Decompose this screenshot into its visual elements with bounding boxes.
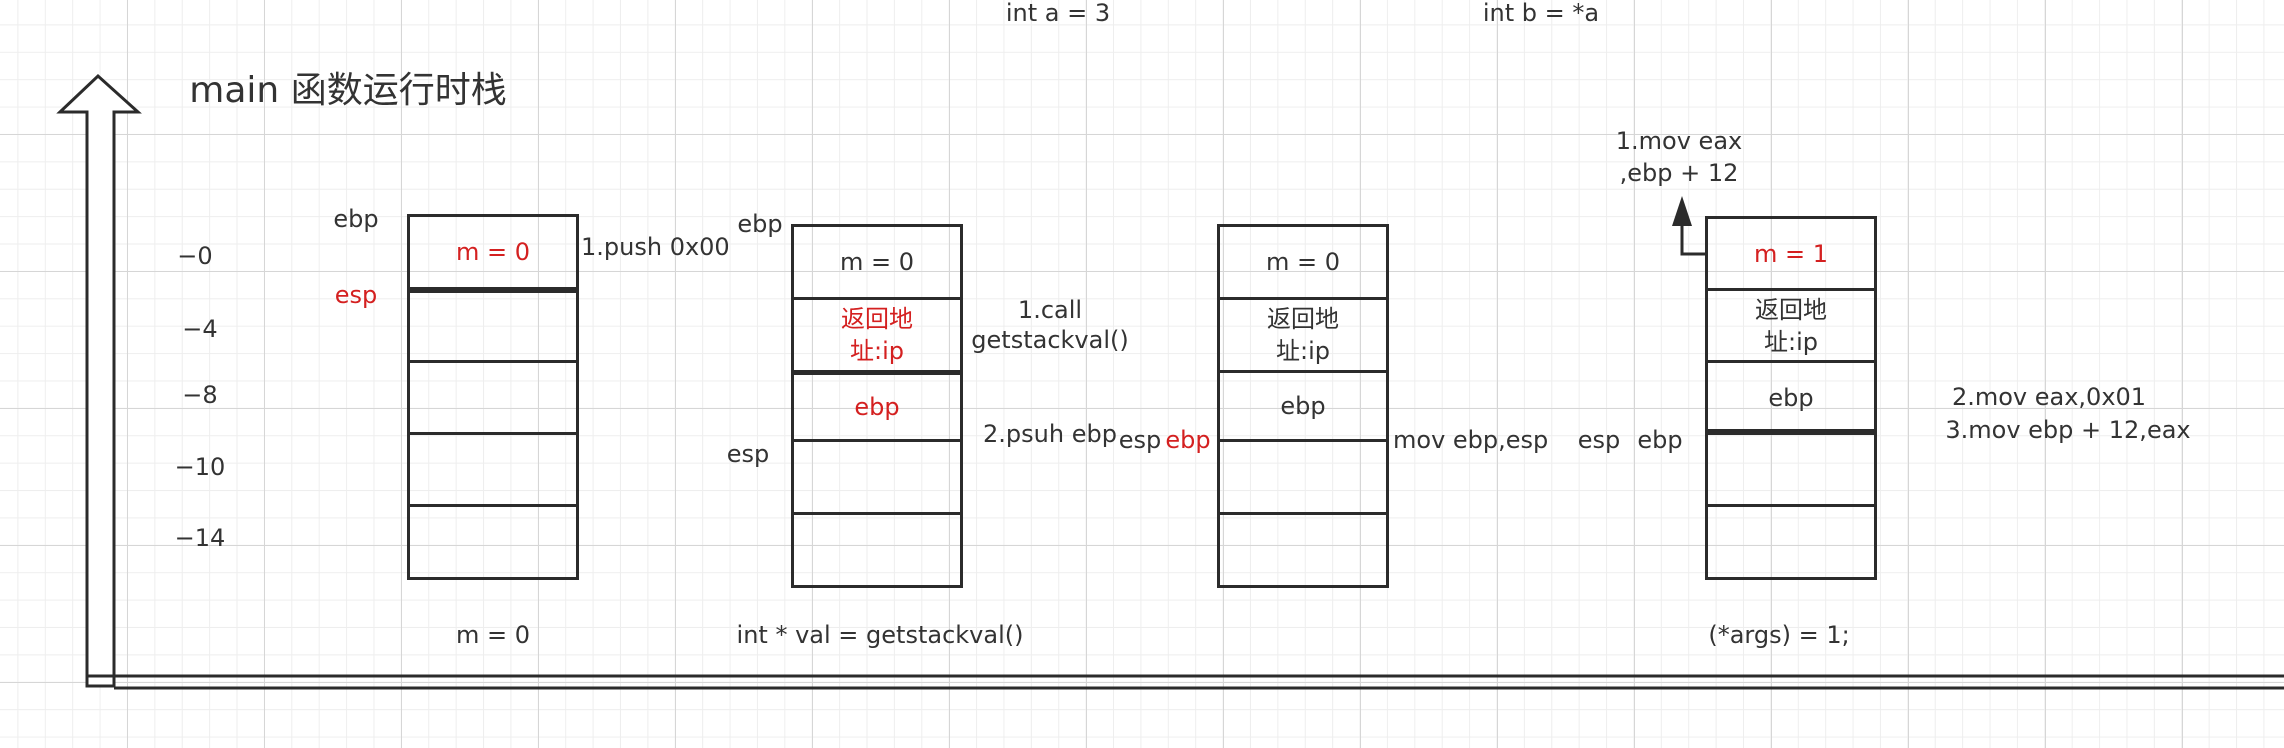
return-arrow (1680, 218, 1706, 256)
stack4-cell-0: m = 1 (1705, 216, 1877, 291)
stack1-cell-1 (407, 288, 579, 363)
stack2-cell-4 (791, 512, 963, 588)
stack4-cell-4 (1705, 504, 1877, 580)
stack3-cell-2: ebp (1217, 370, 1389, 442)
stack4-cell-3 (1705, 429, 1877, 507)
stack4-note-right-2: 3.mov ebp + 12,eax (1945, 416, 2191, 444)
stack2-cell-0: m = 0 (791, 224, 963, 300)
stack4-esp-label: esp (1577, 426, 1621, 454)
stack2-ebp-label: ebp (737, 210, 783, 238)
stack4-cell-2: ebp (1705, 360, 1877, 435)
stack1-note: 1.push 0x00 (581, 233, 730, 261)
stack1-cell-4 (407, 504, 579, 580)
stack4-note-right-1: 2.mov eax,0x01 (1951, 383, 2147, 411)
axis-tick-10: −10 (174, 453, 226, 481)
int-a-label: int a = 3 (1005, 0, 1111, 27)
int-b-label: int b = *a (1482, 0, 1600, 27)
page-title: main 函数运行时栈 (189, 70, 507, 111)
stack2-cell-3 (791, 439, 963, 515)
stack1-cell-2 (407, 360, 579, 435)
axis-tick-0: −0 (177, 242, 213, 270)
axis-tick-14: −14 (174, 524, 226, 552)
stack1-esp-label: esp (334, 281, 378, 309)
stack2-bottom-label: int * val = getstackval() (736, 621, 1024, 649)
stack1-bottom-label: m = 0 (455, 621, 531, 649)
stack2-cell-2: ebp (791, 370, 963, 442)
stack4-bottom-label: (*args) = 1; (1708, 621, 1850, 649)
stack3-cell-1: 返回地 址:ip (1217, 297, 1389, 373)
stack4-cell-1: 返回地 址:ip (1705, 288, 1877, 363)
vertical-axis-arrow (56, 73, 142, 688)
stack3-esp-label: esp (1118, 426, 1162, 454)
return-arrow-head (1672, 196, 1692, 226)
stack1-cell-0: m = 0 (407, 214, 579, 290)
stack3-cell-0: m = 0 (1217, 224, 1389, 300)
stack1-cell-3 (407, 432, 579, 507)
axis-tick-8: −8 (182, 381, 218, 409)
stack2-note-push: 2.psuh ebp (983, 420, 1117, 448)
stack1-ebp-label: ebp (333, 205, 379, 233)
stack4-note-top: 1.mov eax ,ebp + 12 (1615, 127, 1743, 187)
stack3-ebp-label: ebp (1165, 426, 1211, 454)
stack3-note: mov ebp,esp (1393, 426, 1549, 454)
stack3-cell-4 (1217, 512, 1389, 588)
stack2-esp-label: esp (726, 440, 770, 468)
stack4-ebp-label: ebp (1637, 426, 1683, 454)
stack3-cell-3 (1217, 439, 1389, 515)
stack2-note-call: 1.call getstackval() (971, 296, 1129, 354)
axis-tick-4: −4 (182, 315, 218, 343)
stack2-cell-1: 返回地 址:ip (791, 297, 963, 373)
